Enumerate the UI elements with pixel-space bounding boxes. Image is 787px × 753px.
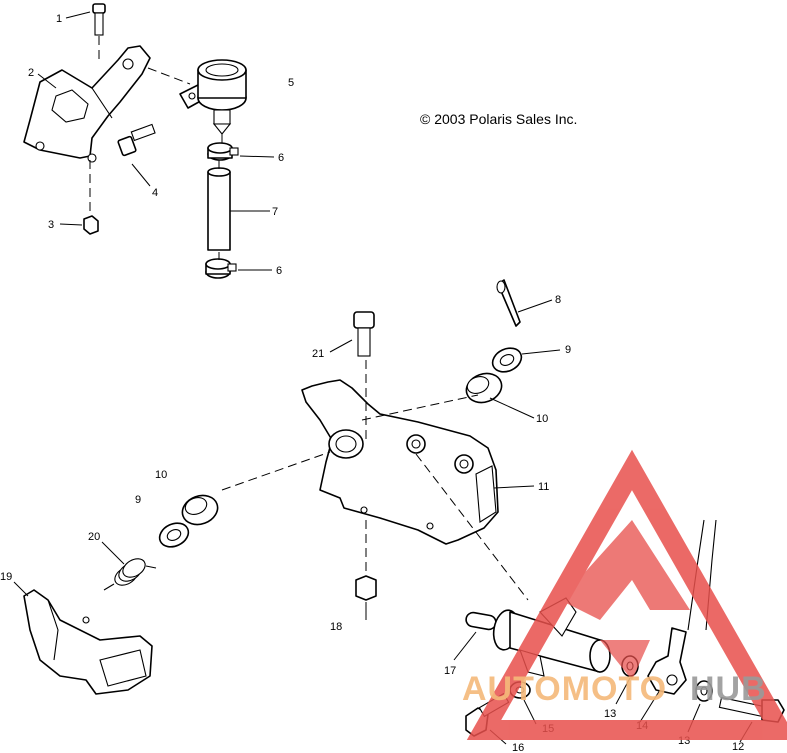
- leader-lines: [13, 11, 753, 745]
- watermark-text: AUTOMOTO HUB: [462, 670, 767, 708]
- callout-8: 8: [555, 294, 561, 306]
- part-8-cotter-pin: [496, 279, 521, 327]
- watermark-text-gray: HUB: [690, 670, 767, 708]
- copyright-text: © 2003 Polaris Sales Inc.: [420, 111, 577, 127]
- callout-11: 11: [538, 481, 549, 493]
- callout-2: 2: [28, 67, 34, 79]
- callout-9-left: 9: [135, 494, 141, 506]
- part-9-washer-right: [491, 347, 523, 373]
- watermark-text-orange: AUTOMOTO: [462, 670, 667, 708]
- part-10-bushing-left: [181, 494, 219, 526]
- callout-18: 18: [330, 621, 342, 633]
- callout-13-left: 13: [604, 708, 616, 720]
- part-5-reservoir: [179, 59, 247, 146]
- callout-6-bottom: 6: [276, 265, 282, 277]
- part-2-bracket: [23, 45, 191, 212]
- callout-3: 3: [48, 219, 54, 231]
- part-10-bushing-right: [465, 372, 503, 404]
- callout-5: 5: [288, 77, 294, 89]
- callout-4: 4: [152, 187, 158, 199]
- part-9-washer-left: [158, 522, 190, 548]
- callout-9-right: 9: [565, 344, 571, 356]
- part-4-bolt: [117, 123, 156, 157]
- part-13-washer-b: [695, 680, 713, 702]
- part-21-bolt: [353, 311, 375, 357]
- watermark-logo: [466, 449, 787, 740]
- callout-10-left: 10: [155, 469, 167, 481]
- callout-20: 20: [88, 531, 100, 543]
- callout-19: 19: [0, 571, 12, 583]
- callout-10-right: 10: [536, 413, 548, 425]
- part-18-nut: [355, 575, 377, 601]
- callout-16: 16: [512, 742, 524, 753]
- callout-7: 7: [272, 206, 278, 218]
- part-6-clamp-bottom: [205, 258, 237, 279]
- part-20-spring: [103, 558, 157, 591]
- part-1-bolt: [92, 3, 106, 60]
- callout-17: 17: [444, 665, 456, 677]
- part-7-hose: [207, 160, 231, 260]
- part-6-clamp-top: [207, 142, 239, 161]
- part-3-nut: [83, 215, 99, 235]
- part-11-main-bracket: [221, 360, 529, 601]
- part-19-pedal: [23, 589, 153, 695]
- callout-1: 1: [56, 13, 62, 25]
- callout-6-top: 6: [278, 152, 284, 164]
- callout-12: 12: [732, 741, 744, 753]
- callout-21: 21: [312, 348, 324, 360]
